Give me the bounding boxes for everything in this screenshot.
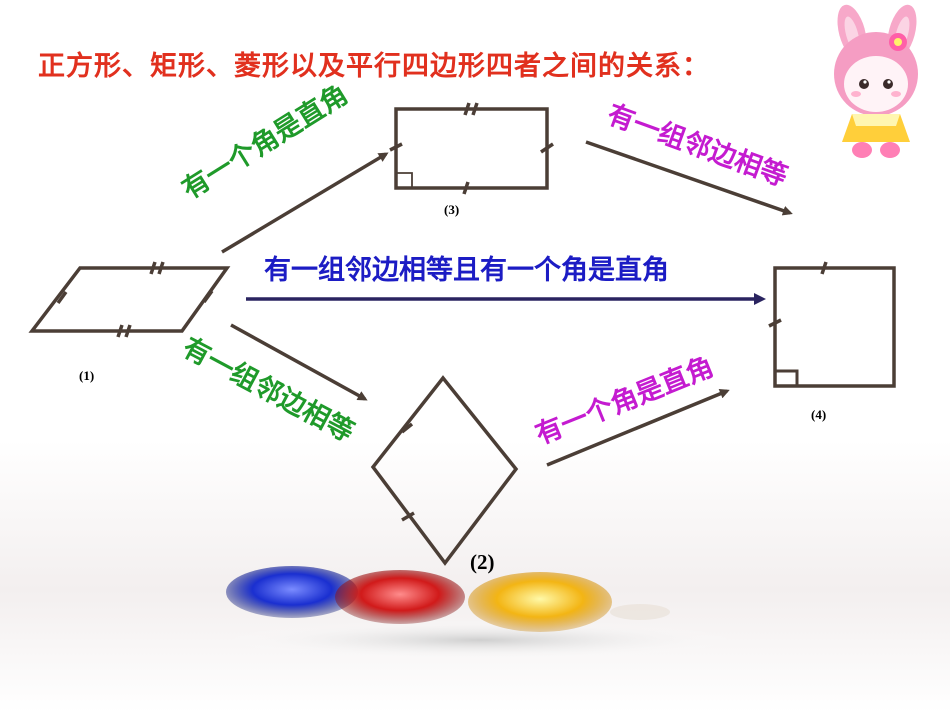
tick-mark <box>462 181 470 195</box>
shape-number-square: (4) <box>811 407 827 422</box>
shape-number-parallelogram: (1) <box>79 368 95 383</box>
tick-mark <box>116 324 124 338</box>
label-adjacent-equal-and-right-angle: 有一组邻边相等且有一个角是直角 <box>264 255 669 286</box>
square-shape <box>773 266 896 388</box>
tick-mark <box>768 318 782 328</box>
arrow-parallelogram-to-rhombus <box>230 323 368 401</box>
red-oval <box>335 570 465 624</box>
page-title: 正方形、矩形、菱形以及平行四边形四者之间的关系： <box>38 51 710 82</box>
tick-mark <box>471 102 479 116</box>
arrow-rectangle-to-square <box>585 140 793 216</box>
right-angle-mark <box>396 172 413 188</box>
tick-mark <box>157 261 165 275</box>
rhombus-shape <box>370 375 519 566</box>
tick-mark <box>820 261 828 275</box>
tick-mark <box>389 142 403 152</box>
shape-number-rhombus: (2) <box>470 550 495 574</box>
tick-mark <box>401 511 415 522</box>
right-angle-mark <box>775 369 799 386</box>
tick-mark <box>463 102 471 116</box>
arrow-rhombus-to-square <box>546 389 730 467</box>
tick-mark <box>56 290 68 305</box>
tick-mark <box>400 422 414 434</box>
bunny-mascot-icon <box>834 4 918 158</box>
shape-number-rectangle: (3) <box>444 202 460 217</box>
arrow-parallelogram-to-rectangle <box>221 152 389 254</box>
parallelogram-shape <box>28 266 231 333</box>
tick-mark <box>540 142 554 154</box>
tick-mark <box>124 324 132 338</box>
blue-oval <box>226 566 358 618</box>
rectangle-shape <box>394 107 549 190</box>
tick-mark <box>202 289 214 304</box>
tick-mark <box>149 261 157 275</box>
yellow-oval <box>468 572 612 632</box>
oval-shadow <box>220 620 740 660</box>
